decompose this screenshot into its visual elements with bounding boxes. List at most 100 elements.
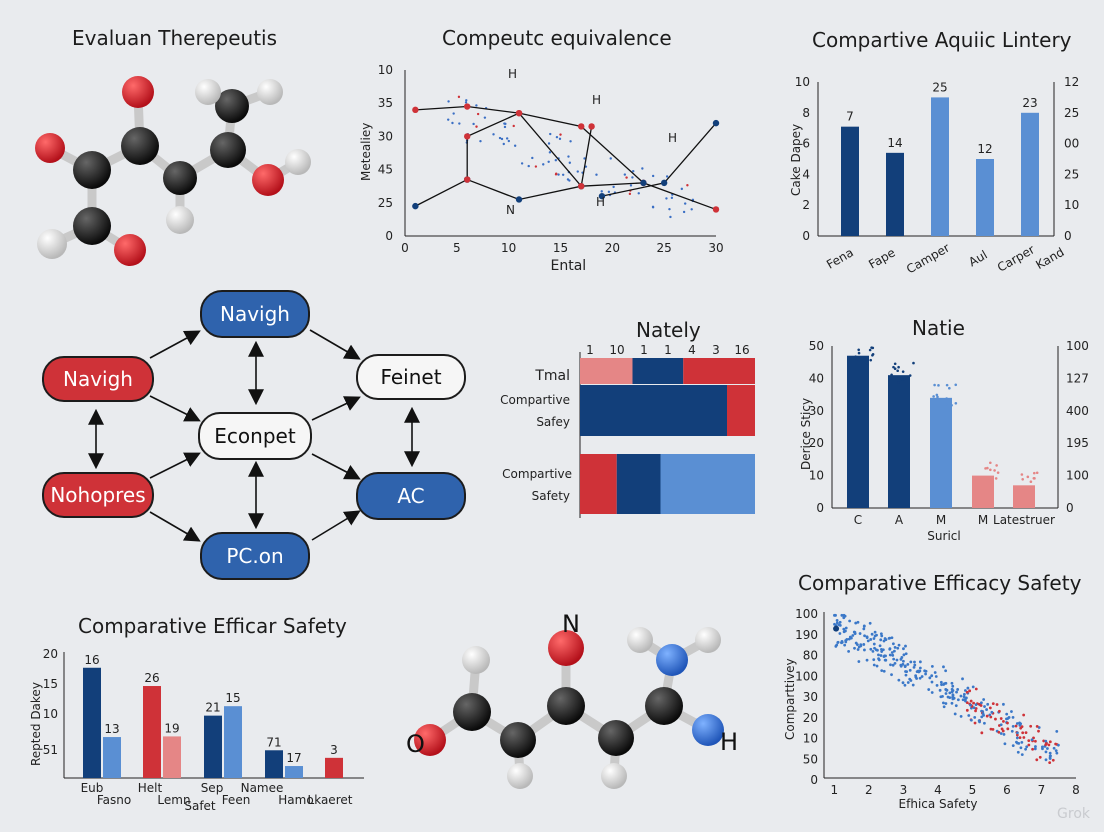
bar-tr-bar <box>976 159 994 236</box>
bar-tr-value-label: 23 <box>1022 96 1037 110</box>
scatter-point <box>862 624 866 628</box>
bar-tr-y2-tick: 12 <box>1064 75 1079 89</box>
line-x-tick: 30 <box>708 241 723 255</box>
scatter-point <box>858 632 862 635</box>
heat-cell <box>580 385 727 436</box>
scatter-point <box>835 643 839 647</box>
scatter-point <box>999 723 1003 727</box>
scatter-point <box>965 701 969 705</box>
line-noise-dot <box>520 162 524 165</box>
scatter-point <box>1002 702 1005 706</box>
bar-mr-jitter-dot <box>901 370 905 373</box>
scatter-point <box>969 699 973 703</box>
line-noise-dot <box>472 122 475 126</box>
scatter-point <box>873 630 877 634</box>
bar-tr-bar <box>841 126 859 236</box>
line-noise-dot <box>447 118 450 121</box>
scatter-y-tick: 10 <box>803 732 818 746</box>
bar-bl-value-label: 13 <box>104 722 119 736</box>
scatter-point <box>965 696 968 700</box>
scatter-point <box>934 675 938 678</box>
line-noise-dot <box>567 155 570 158</box>
scatter-point <box>930 680 934 684</box>
flow-node-pcon[interactable]: PC.on <box>200 532 310 580</box>
flow-node-navigh-left[interactable]: Navigh <box>42 356 154 402</box>
bar-mr-category: A <box>895 513 904 527</box>
scatter-point <box>840 639 844 643</box>
line-noise-dot <box>479 139 482 143</box>
line-y-tick: 35 <box>378 96 393 110</box>
line-noise-dot <box>612 185 615 189</box>
line-annotation: H <box>508 67 517 81</box>
flow-node-econpet[interactable]: Econpet <box>198 412 312 460</box>
bar-tr-y-tick: 2 <box>802 198 810 212</box>
scatter-point <box>980 731 984 735</box>
bar-mr-jitter-dot <box>937 384 940 387</box>
scatter-point <box>869 647 873 651</box>
scatter-point <box>909 660 913 664</box>
scatter-point <box>1030 738 1034 742</box>
line-noise-dot <box>595 173 598 176</box>
scatter-point <box>1016 750 1020 754</box>
bar-mr-jitter-dot <box>994 477 998 480</box>
scatter-point <box>843 643 847 647</box>
bar-mr-jitter-dot <box>1031 488 1034 492</box>
scatter-point <box>890 673 893 677</box>
scatter-point <box>989 727 993 731</box>
bar-mr-jitter-dot <box>933 383 936 387</box>
scatter-point <box>875 664 879 668</box>
line-x-label: Ental <box>551 258 587 274</box>
molecule-n-label: N <box>562 610 580 638</box>
scatter-point <box>912 666 916 669</box>
scatter-point <box>962 695 966 699</box>
bar-mr-jitter-dot <box>948 386 951 390</box>
line-noise-dot <box>555 135 559 139</box>
bar-mr-jitter-dot <box>1021 478 1024 481</box>
bar-bl-category: Sep <box>201 781 224 795</box>
bar-mr-y-tick: 50 <box>809 339 824 353</box>
flow-node-ac[interactable]: AC <box>356 472 466 520</box>
bar-tr-y-tick: 4 <box>802 167 810 181</box>
bar-bl-category: Eub <box>81 781 104 795</box>
scatter-point <box>980 715 984 719</box>
scatter-y-tick: 100 <box>795 607 818 621</box>
scatter-point <box>935 683 939 687</box>
line-y-tick: 0 <box>385 229 393 243</box>
bar-bl-y-tick: 15 <box>43 677 58 691</box>
scatter-point <box>956 688 960 691</box>
scatter-y-tick: 190 <box>795 628 818 642</box>
scatter-point <box>956 698 960 702</box>
bar-mr-jitter-dot <box>869 358 873 362</box>
scatter-point <box>876 648 879 652</box>
bar-bl-bar <box>143 686 161 778</box>
bar-chart-top-title: Compartive Aquiic Lintery <box>812 28 1072 52</box>
line-noise-dot <box>623 173 627 176</box>
scatter-y-tick: 0 <box>810 773 818 787</box>
bar-mr-jitter-dot <box>1026 475 1030 479</box>
scatter-point <box>985 714 989 718</box>
bar-mr-jitter-dot <box>892 365 895 369</box>
scatter-point <box>962 692 966 696</box>
bar-bl-bar <box>224 706 242 778</box>
flow-node-feinet[interactable]: Feinet <box>356 354 466 400</box>
scatter-point <box>1010 710 1013 713</box>
line-x-tick: 25 <box>657 241 672 255</box>
scatter-point <box>950 701 954 705</box>
flow-node-navigh-top[interactable]: Navigh <box>200 290 310 338</box>
bar-mr-jitter-dot <box>1022 487 1026 491</box>
scatter-point <box>1006 717 1010 720</box>
flow-node-nohopres[interactable]: Nohopres <box>42 472 154 518</box>
bar-mr-jitter-dot <box>893 367 897 371</box>
scatter-point <box>896 646 900 650</box>
line-noise-dot <box>513 144 517 147</box>
scatter-point <box>840 613 844 617</box>
line-point <box>588 123 595 130</box>
scatter-point <box>914 675 918 679</box>
scatter-point <box>865 635 869 639</box>
scatter-point <box>882 639 886 643</box>
scatter-point <box>1048 761 1052 764</box>
scatter-point <box>974 709 977 713</box>
bar-mr-bar <box>972 475 994 508</box>
